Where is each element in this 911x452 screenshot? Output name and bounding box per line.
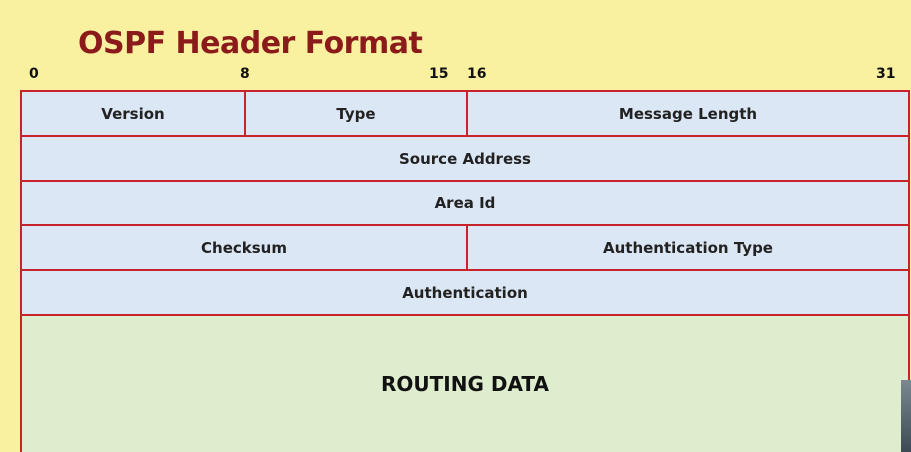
header-row-5: Authentication [22, 271, 908, 316]
bit-label-8: 8 [240, 66, 250, 82]
header-row-1: Version Type Message Length [22, 92, 908, 137]
field-version: Version [22, 92, 244, 135]
header-row-4: Checksum Authentication Type [22, 226, 908, 271]
header-row-2: Source Address [22, 137, 908, 182]
header-format-table: Version Type Message Length Source Addre… [20, 90, 910, 452]
diagram-title: OSPF Header Format [78, 26, 423, 61]
field-source-address: Source Address [22, 137, 908, 180]
field-message-length: Message Length [466, 92, 908, 135]
bit-label-0: 0 [29, 66, 39, 82]
field-type: Type [244, 92, 466, 135]
presenter-shadow [901, 380, 911, 452]
header-row-3: Area Id [22, 182, 908, 226]
routing-data-area: ROUTING DATA [22, 316, 908, 452]
field-authentication-type: Authentication Type [466, 226, 908, 269]
bit-label-16: 16 [467, 66, 487, 82]
field-checksum: Checksum [22, 226, 466, 269]
bit-label-15: 15 [429, 66, 449, 82]
bit-label-31: 31 [876, 66, 896, 82]
field-area-id: Area Id [22, 182, 908, 224]
field-authentication: Authentication [22, 271, 908, 314]
